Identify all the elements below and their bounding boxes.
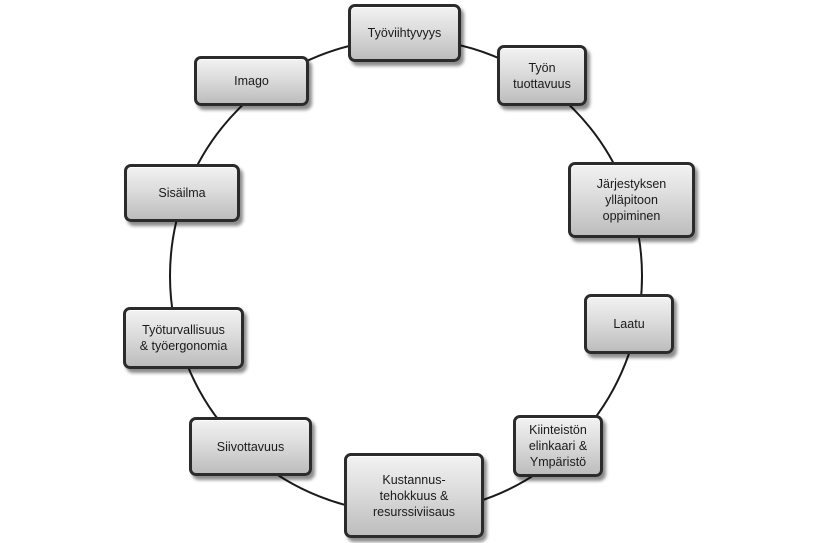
node-label: Työn tuottavuus bbox=[513, 60, 571, 91]
node-kiinteiston-elinkaari-ymparisto: Kiinteistön elinkaari & Ympäristö bbox=[513, 415, 603, 477]
node-label: Järjestyksen ylläpitoon oppiminen bbox=[596, 177, 667, 223]
node-tyon-tuottavuus: Työn tuottavuus bbox=[497, 45, 587, 106]
node-label: Laatu bbox=[613, 317, 645, 331]
node-tyoviihtyvyys: Työviihtyvyys bbox=[348, 4, 461, 62]
node-label: Kiinteistön elinkaari & Ympäristö bbox=[528, 423, 588, 469]
node-tyoturvallisuus-tyoergonomia: Työturvallisuus & työergonomia bbox=[123, 307, 244, 369]
node-kustannustehokkuus-resurssiviisaus: Kustannus- tehokkuus & resurssiviisaus bbox=[344, 453, 484, 538]
node-siivottavuus: Siivottavuus bbox=[189, 417, 312, 476]
node-laatu: Laatu bbox=[584, 294, 674, 354]
node-label: Imago bbox=[234, 74, 269, 88]
node-label: Kustannus- tehokkuus & resurssiviisaus bbox=[373, 472, 455, 519]
node-sisailma: Sisäilma bbox=[124, 164, 240, 222]
node-label: Sisäilma bbox=[158, 186, 206, 200]
node-jarjestyksen-yllapitoon-oppiminen: Järjestyksen ylläpitoon oppiminen bbox=[568, 162, 695, 238]
node-imago: Imago bbox=[194, 56, 309, 106]
node-label: Työviihtyvyys bbox=[367, 26, 442, 40]
node-label: Työturvallisuus & työergonomia bbox=[139, 323, 228, 353]
node-label: Siivottavuus bbox=[216, 439, 285, 454]
